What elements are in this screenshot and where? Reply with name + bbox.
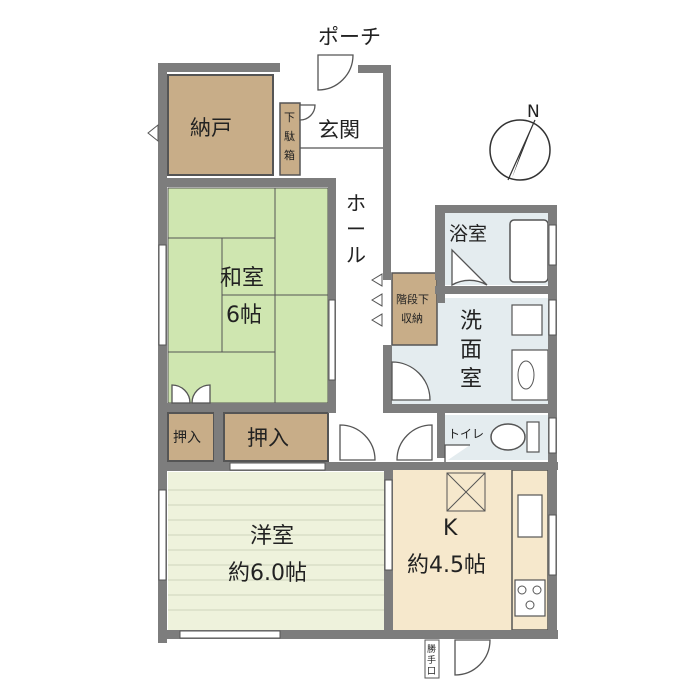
washroom-char: 洗 <box>460 309 482 334</box>
hall-char: ー <box>346 217 366 241</box>
porch-label: ポーチ <box>318 25 381 49</box>
tatami-lines <box>168 188 328 403</box>
back-door-char: 手 <box>427 654 436 666</box>
oshiire-small <box>167 412 215 462</box>
kitchen-label: K <box>443 516 458 541</box>
closet-label: 納戸 <box>190 116 232 140</box>
toilet-label: トイレ <box>448 427 484 441</box>
fridge-space <box>446 472 486 512</box>
oshiire-small-label: 押入 <box>173 430 201 446</box>
shoe-box <box>279 102 301 176</box>
kitchen-sink <box>517 494 543 538</box>
toilet-tank <box>526 421 540 453</box>
shoe-box-char: 駄 <box>284 129 295 143</box>
stove <box>514 579 546 617</box>
washer <box>511 304 543 336</box>
western-room-label: 洋室 <box>250 524 294 549</box>
vanity-basin <box>517 360 535 390</box>
back-door-char: 勝 <box>427 643 436 655</box>
back-door-label: 勝 手 口 <box>427 643 436 677</box>
door-swings <box>171 54 491 676</box>
north-label: N <box>527 102 540 122</box>
windows <box>158 224 557 639</box>
western-floor-hatch <box>168 489 384 611</box>
under-stairs-storage <box>391 272 438 346</box>
hall-markers <box>147 123 383 327</box>
under-stairs-line: 収納 <box>401 312 423 325</box>
hall-label: ホ ー ル <box>346 191 366 267</box>
hall-char: ル <box>346 243 366 267</box>
western-room <box>168 472 384 630</box>
shoe-box-char: 下 <box>284 111 295 124</box>
entrance-label: 玄関 <box>318 118 360 142</box>
under-stairs-line: 階段下 <box>396 292 429 306</box>
oshiire-label: 押入 <box>247 426 289 450</box>
japanese-room-label: 和室 <box>220 266 264 291</box>
stove-burners <box>517 585 542 610</box>
compass <box>489 119 551 181</box>
toilet-bowl <box>490 423 526 451</box>
bath-label: 浴室 <box>449 223 487 245</box>
western-room-size: 約6.0帖 <box>228 561 307 586</box>
shoe-box-char: 箱 <box>284 148 295 162</box>
bathtub <box>509 219 549 283</box>
japanese-room-size: 6帖 <box>226 303 262 328</box>
washroom-char: 面 <box>460 338 482 363</box>
back-door-char: 口 <box>427 667 436 677</box>
kitchen-size: 約4.5帖 <box>407 553 486 578</box>
closet-room <box>167 74 274 176</box>
hall-char: ホ <box>346 191 366 215</box>
back-door-step <box>424 639 440 679</box>
oshiire-large <box>223 412 329 462</box>
washroom-char: 室 <box>460 367 482 392</box>
shoe-box-label: 下 駄 箱 <box>284 111 295 162</box>
under-stairs-label: 階段下 収納 <box>396 292 429 325</box>
washroom-label: 洗 面 室 <box>460 309 482 392</box>
